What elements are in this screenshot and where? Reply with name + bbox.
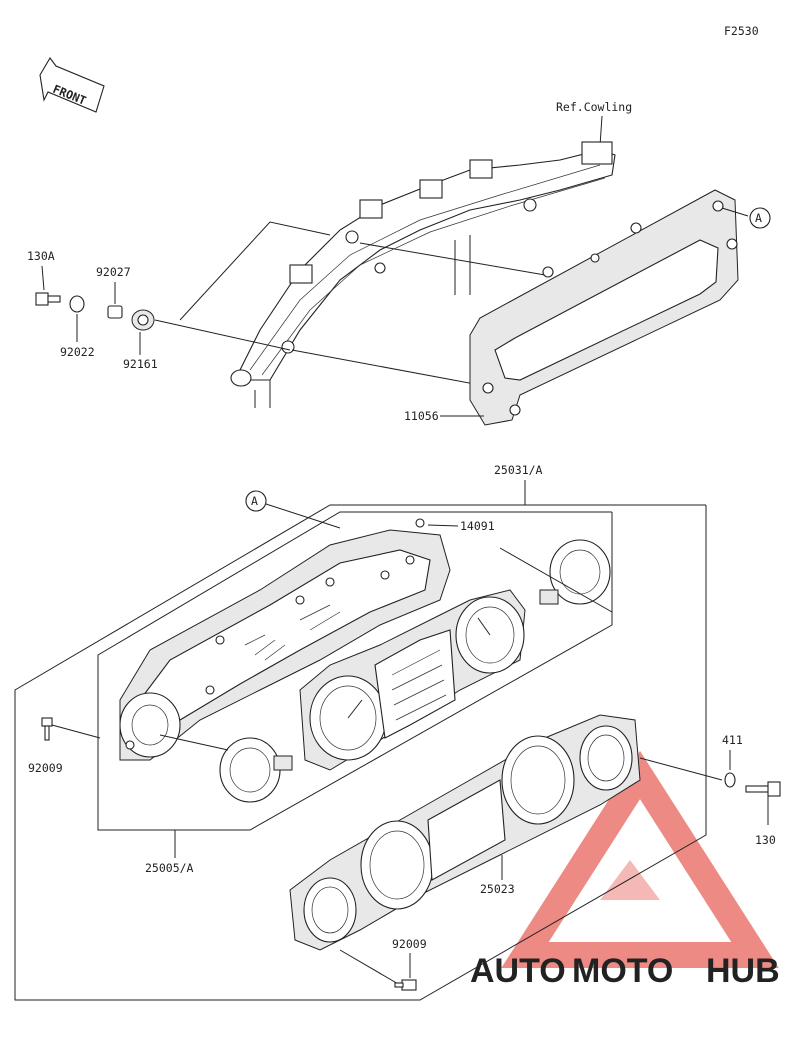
small-gauge-right	[539, 539, 611, 605]
bracket-leader-c	[291, 349, 481, 386]
callout-a-lower-label: A	[251, 494, 258, 508]
gauge-cluster-panel	[299, 589, 526, 771]
small-gauge-right-leader	[499, 547, 613, 613]
small-gauge-left	[219, 737, 293, 803]
front-arrow-icon: FRONT	[39, 57, 105, 113]
ref-cowling-label: Ref.Cowling	[556, 100, 632, 114]
meter-bracket-frame	[230, 141, 616, 408]
label-25023: 25023	[480, 882, 515, 896]
washer-411	[724, 772, 736, 788]
callout-a-lower	[245, 490, 267, 512]
watermark-logo-triangle	[501, 750, 779, 968]
collar-92027	[107, 305, 123, 319]
label-14091: 14091	[460, 519, 495, 533]
watermark-auto: AUTO	[470, 952, 566, 990]
assembly-25005a-outline	[97, 511, 613, 831]
label-92027: 92027	[96, 265, 131, 279]
meter-plate-11056	[469, 189, 739, 426]
figure-code: F2530	[724, 24, 759, 38]
label-92009-bottom: 92009	[392, 937, 427, 951]
label-92009-left: 92009	[28, 761, 63, 775]
watermark-hub: HUB	[706, 952, 780, 990]
bolt-130a	[35, 292, 61, 306]
screw-92009-bottom	[394, 979, 417, 991]
label-92161: 92161	[123, 357, 158, 371]
callout-a-top	[749, 207, 771, 229]
label-411: 411	[722, 733, 743, 747]
label-130: 130	[755, 833, 776, 847]
screw-14091	[415, 518, 425, 528]
meter-cover-bezel-25023	[289, 714, 641, 951]
label-130a-leader	[41, 265, 45, 291]
washer-411-leader	[639, 757, 723, 781]
screw-92009-left-leader	[51, 724, 101, 739]
bracket-leader-d	[154, 319, 291, 351]
assembly-25031a-outline	[14, 504, 707, 1001]
washer-92022	[69, 295, 85, 313]
screw-92009-left	[41, 717, 53, 741]
watermark-moto: MOTO	[572, 952, 673, 990]
watermark-text: AUTO MOTO HUB	[470, 952, 780, 990]
label-25031a: 25031/A	[494, 463, 543, 477]
ref-cowling-leader	[599, 115, 603, 147]
label-14091-leader	[427, 524, 459, 527]
label-11056: 11056	[404, 409, 439, 423]
screw-92009-bottom-leader	[339, 949, 401, 986]
bolt-130	[745, 781, 781, 797]
callout-a-top-leader	[721, 207, 749, 217]
callout-a-lower-leader	[265, 503, 341, 529]
small-gauge-left-leader	[159, 734, 229, 751]
callout-a-top-label: A	[755, 211, 762, 225]
label-130a: 130A	[27, 249, 55, 263]
grommet-92161	[131, 309, 155, 331]
label-92022: 92022	[60, 345, 95, 359]
lcd-display-panel	[374, 629, 456, 739]
label-25005a: 25005/A	[145, 861, 194, 875]
bracket-leader-a	[179, 221, 331, 321]
meter-case-housing	[119, 529, 451, 761]
bracket-leader-b	[359, 242, 546, 276]
